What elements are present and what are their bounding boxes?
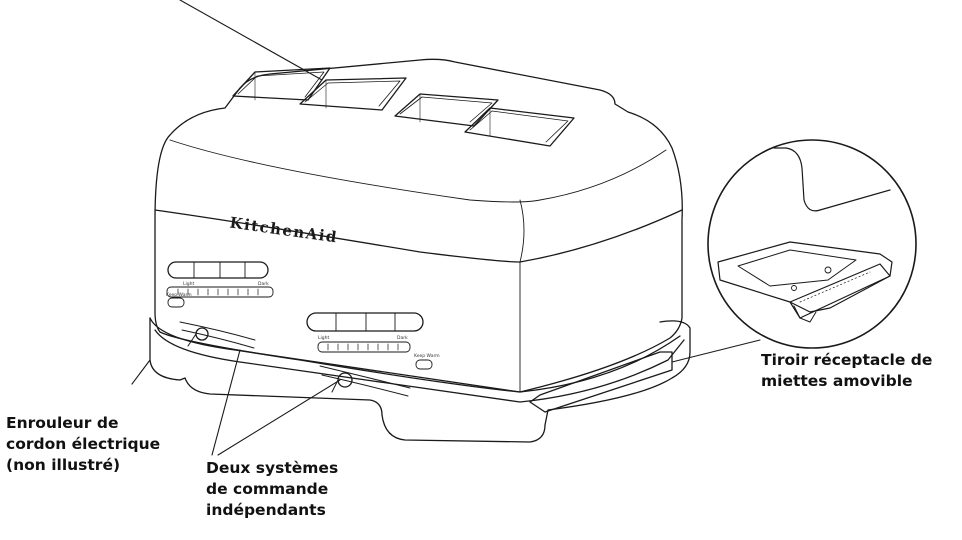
slot-leader-line xyxy=(179,0,323,81)
right-lever-track xyxy=(319,365,411,389)
tray-leader-line xyxy=(671,339,761,363)
left-shade-light: Light xyxy=(183,281,194,287)
control-systems-callout: Deux systèmes de commande indépendants xyxy=(206,458,338,521)
controls-callout-line-1: Deux systèmes xyxy=(206,459,339,477)
right-control-panel xyxy=(306,312,433,397)
right-shade-dark: Dark xyxy=(397,335,408,341)
right-keep-warm: Keep Warm xyxy=(414,353,440,359)
controls-leader-line-right xyxy=(217,379,341,456)
cord-storage-callout: Enrouleur de cordon électrique (non illu… xyxy=(6,413,160,476)
cord-callout-line-3: (non illustré) xyxy=(6,456,121,474)
crumb-tray-slot xyxy=(529,351,673,413)
controls-callout-line-3: indépendants xyxy=(206,501,326,519)
brand-logo: KitchenAid xyxy=(229,214,339,247)
cord-callout-line-1: Enrouleur de xyxy=(6,414,119,432)
right-shade-light: Light xyxy=(318,335,329,341)
left-lever-track xyxy=(179,321,256,341)
crumb-tray-inset xyxy=(707,139,917,349)
toaster-base-inner xyxy=(154,329,685,403)
controls-leader-line-left xyxy=(211,349,241,456)
cord-leader-line xyxy=(131,359,151,385)
controls-callout-line-2: de commande xyxy=(206,480,329,498)
body-highlight xyxy=(169,139,667,203)
cord-callout-line-2: cordon électrique xyxy=(6,435,161,453)
toaster-base xyxy=(149,317,691,443)
crumb-tray-callout: Tiroir réceptacle de miettes amovible xyxy=(761,350,932,392)
body-front-edge xyxy=(519,199,525,263)
tray-callout-line-2: miettes amovible xyxy=(761,372,913,390)
left-shade-dark: Dark xyxy=(258,281,269,287)
tray-callout-line-1: Tiroir réceptacle de xyxy=(761,351,933,369)
left-keep-warm: Keep Warm xyxy=(166,292,192,298)
toaster-body xyxy=(154,58,683,393)
left-control-panel xyxy=(166,261,274,349)
body-band xyxy=(154,209,683,263)
bread-slots xyxy=(232,67,575,147)
